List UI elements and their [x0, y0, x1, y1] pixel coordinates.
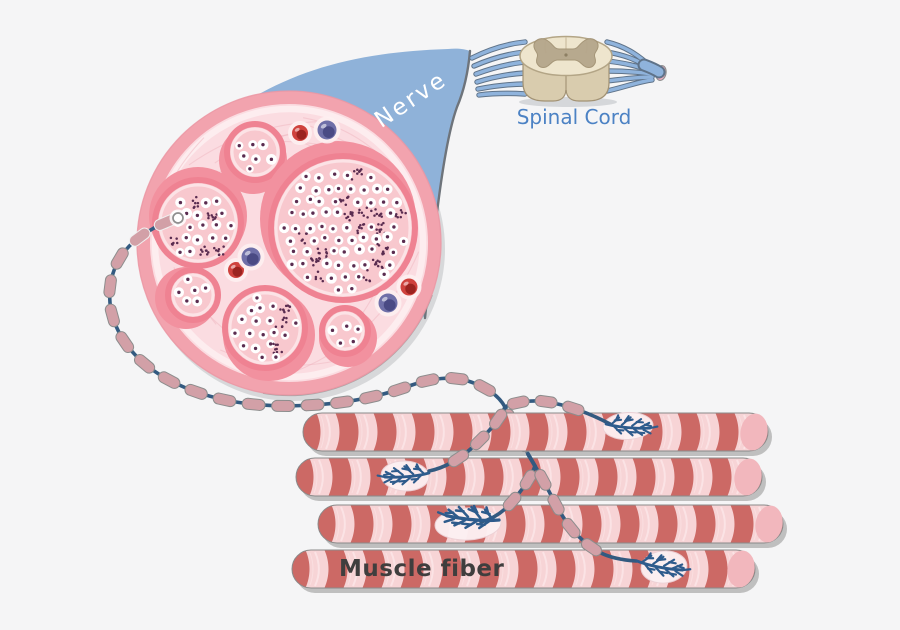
- axon-terminal-arbor: [604, 414, 659, 437]
- nerve-fascicle: [155, 267, 221, 329]
- axon-terminal-arbor: [376, 463, 431, 486]
- muscle-fiber: [302, 412, 772, 456]
- blood-vessel-purple: [237, 243, 265, 271]
- axon-terminal-arbor: [635, 552, 692, 578]
- axon-terminal-arbor: [436, 504, 501, 530]
- blood-vessel-purple: [313, 116, 341, 144]
- nerve-cross-section: [136, 90, 442, 396]
- blood-vessel-purple: [374, 289, 402, 317]
- myelinated-axon-chain: [103, 214, 638, 563]
- spinal-cord-label: Spinal Cord: [516, 105, 632, 129]
- muscle-fiber-label: Muscle fiber: [339, 556, 505, 582]
- blood-vessel-red: [396, 274, 422, 300]
- nerve-fascicle: [219, 121, 287, 194]
- nerve-fascicle: [260, 141, 418, 303]
- nerve-fascicle: [319, 305, 377, 367]
- nerve-fascicle: [149, 167, 247, 269]
- axon-origin-point: [169, 209, 187, 227]
- nerve-fascicle: [222, 285, 315, 381]
- axon-terminal-arbors: [376, 414, 692, 578]
- spinal-cord-illustration: [469, 35, 667, 107]
- blood-vessel-red: [288, 121, 312, 145]
